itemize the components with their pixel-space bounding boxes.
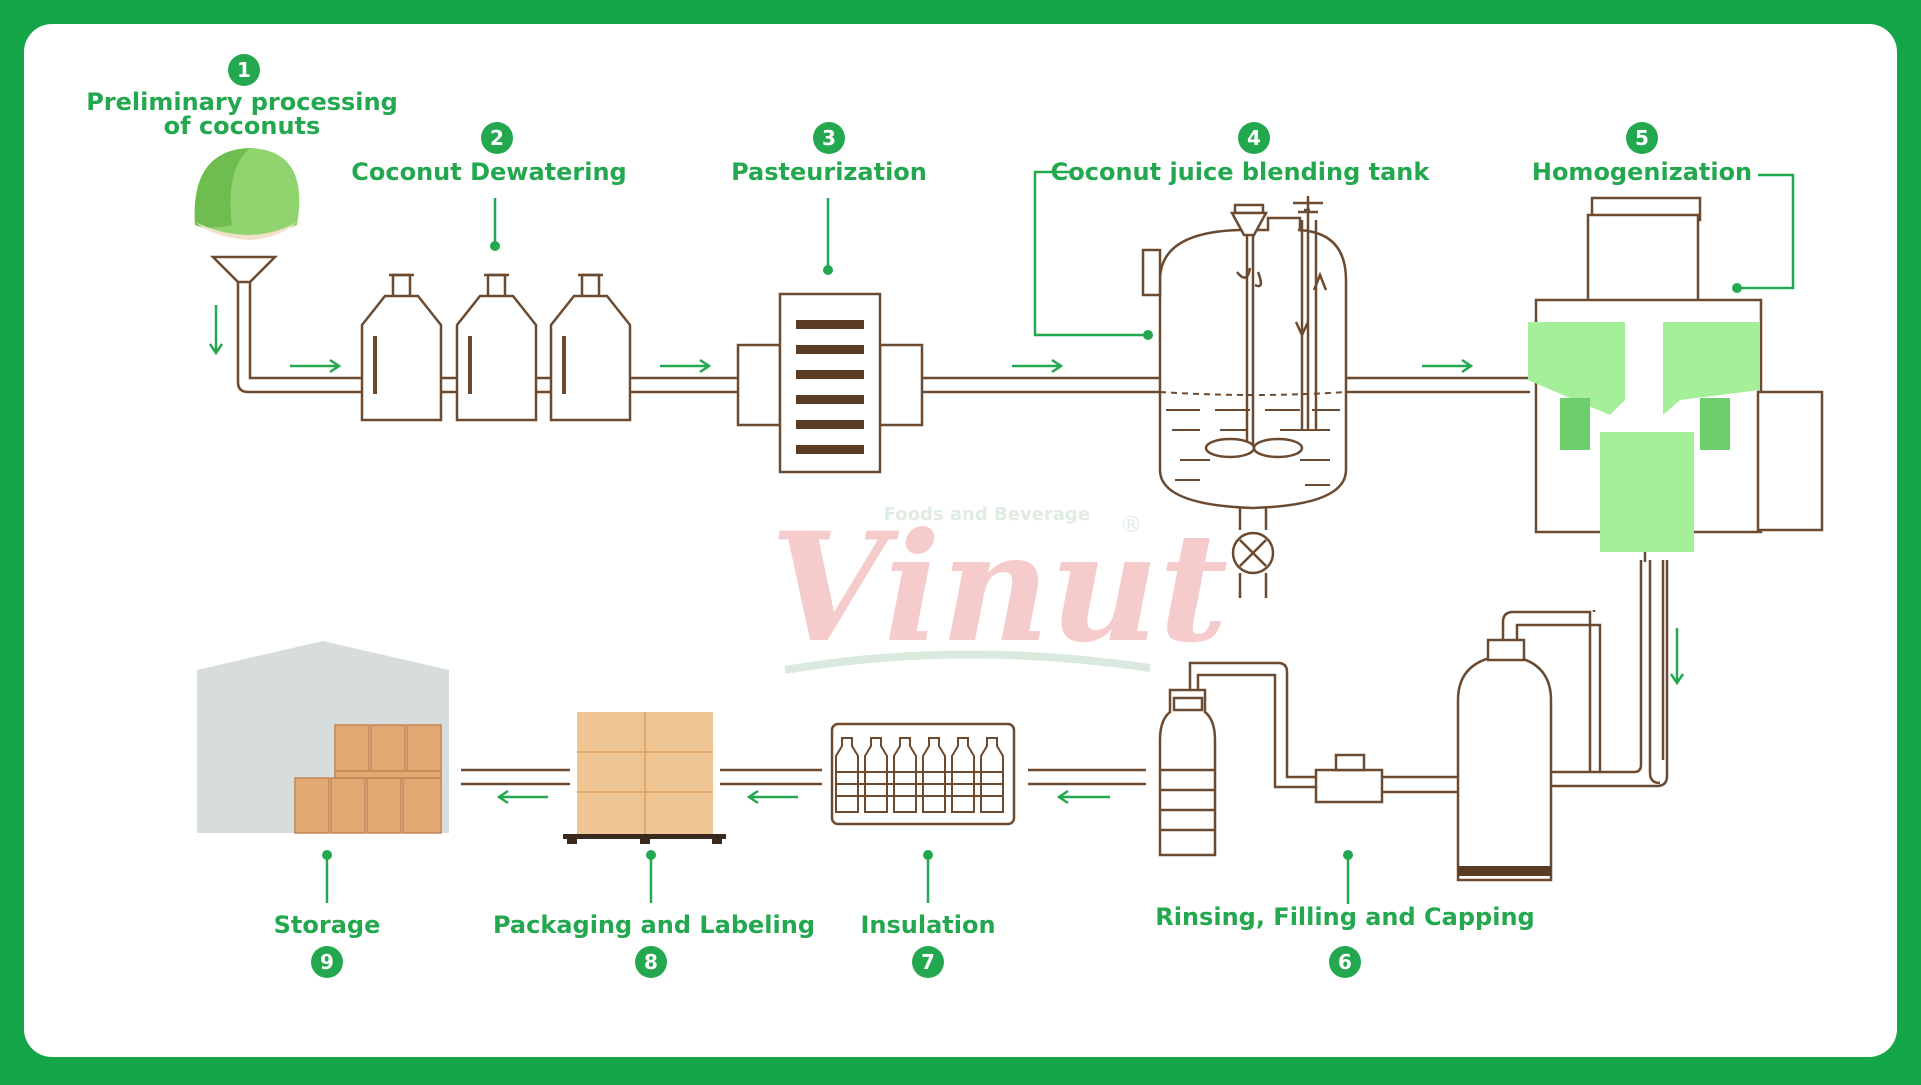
capping-valve bbox=[1188, 661, 1458, 804]
step-number-badge bbox=[635, 946, 667, 978]
funnel-icon bbox=[209, 255, 279, 295]
flow-arrow-left-1 bbox=[1056, 789, 1110, 805]
bottle-icon bbox=[1158, 688, 1217, 857]
step-label: Coconut Dewatering bbox=[351, 158, 626, 186]
step-number: 1 bbox=[237, 58, 251, 82]
step-9: Storage 9 bbox=[274, 911, 381, 978]
dewatering-tank bbox=[360, 273, 443, 422]
step-1: 1 Preliminary processing of coconuts bbox=[86, 54, 398, 140]
coconut-icon bbox=[194, 148, 300, 240]
step-2: 2 Coconut Dewatering bbox=[351, 122, 627, 186]
step-label: Preliminary processing bbox=[86, 88, 398, 116]
insulation-crate bbox=[830, 722, 1016, 826]
step-label: Pasteurization bbox=[731, 158, 927, 186]
pipe-5-6 bbox=[1594, 560, 1669, 788]
pipe-8-9 bbox=[461, 768, 570, 786]
step-number-badge bbox=[481, 122, 513, 154]
step-number-badge bbox=[228, 54, 260, 86]
step-8: Packaging and Labeling 8 bbox=[493, 911, 815, 978]
pipe-7-8 bbox=[720, 768, 822, 786]
step-3: 3 Pasteurization bbox=[731, 122, 927, 186]
flow-arrow-down-1 bbox=[208, 305, 224, 356]
step-number-badge bbox=[813, 122, 845, 154]
pipe-6-7 bbox=[1028, 768, 1146, 786]
step-number: 8 bbox=[644, 950, 658, 974]
homogenizer bbox=[1528, 196, 1824, 562]
dewatering-tank bbox=[455, 273, 538, 422]
step-label: Packaging and Labeling bbox=[493, 911, 815, 939]
step-label: Coconut juice blending tank bbox=[1051, 158, 1431, 186]
dewatering-tanks bbox=[360, 273, 632, 422]
step-5: 5 Homogenization bbox=[1532, 122, 1752, 186]
blending-tank bbox=[1141, 196, 1348, 598]
step-number-badge bbox=[912, 946, 944, 978]
logo-letter-v: Vinut bbox=[770, 500, 1228, 676]
flow-arrow-right-3 bbox=[1012, 358, 1064, 374]
step-number: 2 bbox=[490, 126, 504, 150]
pipe-4-5 bbox=[1346, 376, 1530, 394]
step-number-badge bbox=[1238, 122, 1270, 154]
step-label: Rinsing, Filling and Capping bbox=[1155, 903, 1534, 931]
step-number-badge bbox=[311, 946, 343, 978]
pasteurizer bbox=[736, 292, 924, 474]
flow-arrow-right-1 bbox=[290, 358, 342, 374]
step-number-badge bbox=[1626, 122, 1658, 154]
step-label: Insulation bbox=[860, 911, 995, 939]
step-number: 6 bbox=[1338, 950, 1352, 974]
flow-arrow-left-2 bbox=[746, 789, 798, 805]
step-number: 4 bbox=[1247, 126, 1261, 150]
step-number: 9 bbox=[320, 950, 334, 974]
logo-tagline: Foods and Beverage bbox=[884, 504, 1090, 525]
vinut-logo: Vinut Foods and Beverage ® bbox=[770, 500, 1228, 676]
dewatering-tank bbox=[549, 273, 632, 422]
crate-bottles bbox=[835, 737, 1004, 813]
step-number-badge bbox=[1329, 946, 1361, 978]
diagram-panel bbox=[24, 24, 1897, 1057]
step-7: Insulation 7 bbox=[860, 911, 996, 978]
flow-arrow-right-2 bbox=[660, 358, 712, 374]
step-4: 4 Coconut juice blending tank bbox=[1051, 122, 1431, 186]
logo-swoosh bbox=[784, 650, 1151, 674]
pipe-2-3 bbox=[630, 376, 738, 394]
step-6: Rinsing, Filling and Capping 6 bbox=[1155, 903, 1535, 978]
pipe-into-cylinder bbox=[1551, 770, 1594, 788]
step-number: 3 bbox=[822, 126, 836, 150]
warehouse-icon bbox=[197, 641, 449, 834]
pipe-5-6-vertical bbox=[1648, 560, 1665, 785]
flow-arrow-down-2 bbox=[1669, 628, 1685, 686]
flow-arrow-left-3 bbox=[496, 789, 548, 805]
callout-lines bbox=[322, 170, 1795, 904]
pipe-3-4 bbox=[922, 376, 1160, 394]
flow-arrow-right-4 bbox=[1422, 358, 1474, 374]
pipe-1-2 bbox=[236, 295, 362, 394]
step-number: 5 bbox=[1635, 126, 1649, 150]
step-number: 7 bbox=[921, 950, 935, 974]
pallet-boxes bbox=[563, 712, 726, 844]
step-label: Homogenization bbox=[1532, 158, 1752, 186]
step-label-line2: of coconuts bbox=[164, 112, 321, 140]
filling-cylinder bbox=[1456, 610, 1602, 882]
logo-registered-mark: ® bbox=[1120, 513, 1142, 538]
step-label: Storage bbox=[274, 911, 381, 939]
